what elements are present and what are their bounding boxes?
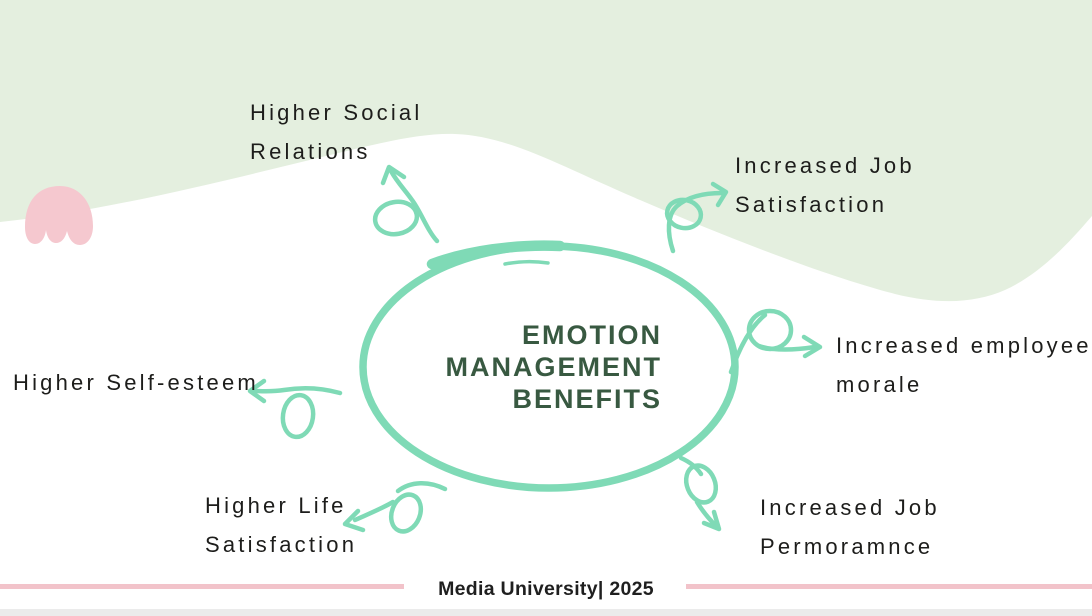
curly-arrow-higher-social-relations [372, 164, 440, 244]
arrow-head [701, 509, 722, 532]
arrow-head [247, 378, 267, 404]
arrow-shaft [666, 190, 725, 254]
arrow-loop [683, 463, 719, 505]
arrow-shaft [388, 168, 440, 244]
arrow-head [380, 164, 407, 186]
arrow-loop [388, 492, 424, 534]
pink-blob-shape [25, 186, 93, 245]
footer-rule-left [0, 584, 404, 589]
arrow-loop [372, 199, 420, 237]
ellipse-brush-stroke-end [503, 259, 550, 266]
arrow-head [801, 334, 823, 359]
center-title-line-3: BENEFITS [512, 384, 662, 414]
center-title-line-2: MANAGEMENT [445, 352, 662, 382]
label-increased-job-performance: Increased Job Permoramnce [760, 495, 940, 559]
arrow-loop [746, 308, 794, 352]
curly-arrow-increased-job-performance [678, 455, 722, 532]
center-title-line-1: EMOTION [522, 320, 662, 350]
label-increased-job-satisfaction: Increased Job Satisfaction [735, 153, 915, 217]
arrow-shaft [756, 343, 818, 352]
label-increased-employee-morale: Increased employee morale [836, 333, 1092, 397]
arrow-shaft [250, 386, 343, 396]
footer-rule-right [686, 584, 1092, 589]
arrow-shaft [352, 499, 396, 523]
center-topic-title: EMOTION MANAGEMENT BENEFITS [446, 319, 663, 415]
footer-credit: Media University| 2025 [438, 578, 654, 600]
curly-arrow-increased-employee-morale [728, 308, 823, 375]
label-higher-life-satisfaction: Higher Life Satisfaction [205, 493, 358, 557]
bottom-edge-strip [0, 609, 1092, 616]
ellipse-brush-stroke [426, 240, 566, 270]
arrow-head [710, 181, 729, 208]
arrow-head [342, 508, 366, 533]
label-higher-self-esteem: Higher Self-esteem [13, 370, 259, 395]
arrow-loop [664, 197, 704, 231]
background-wave [0, 0, 1092, 302]
curly-arrow-higher-self-esteem [247, 378, 343, 440]
curly-arrow-higher-life-satisfaction [342, 481, 448, 534]
label-higher-social-relations: Higher Social Relations [250, 100, 423, 164]
arrow-shaft-tail [728, 312, 768, 375]
arrow-loop [280, 392, 316, 440]
curly-arrow-increased-job-satisfaction [664, 181, 729, 254]
arrow-shaft-tail [395, 481, 448, 494]
